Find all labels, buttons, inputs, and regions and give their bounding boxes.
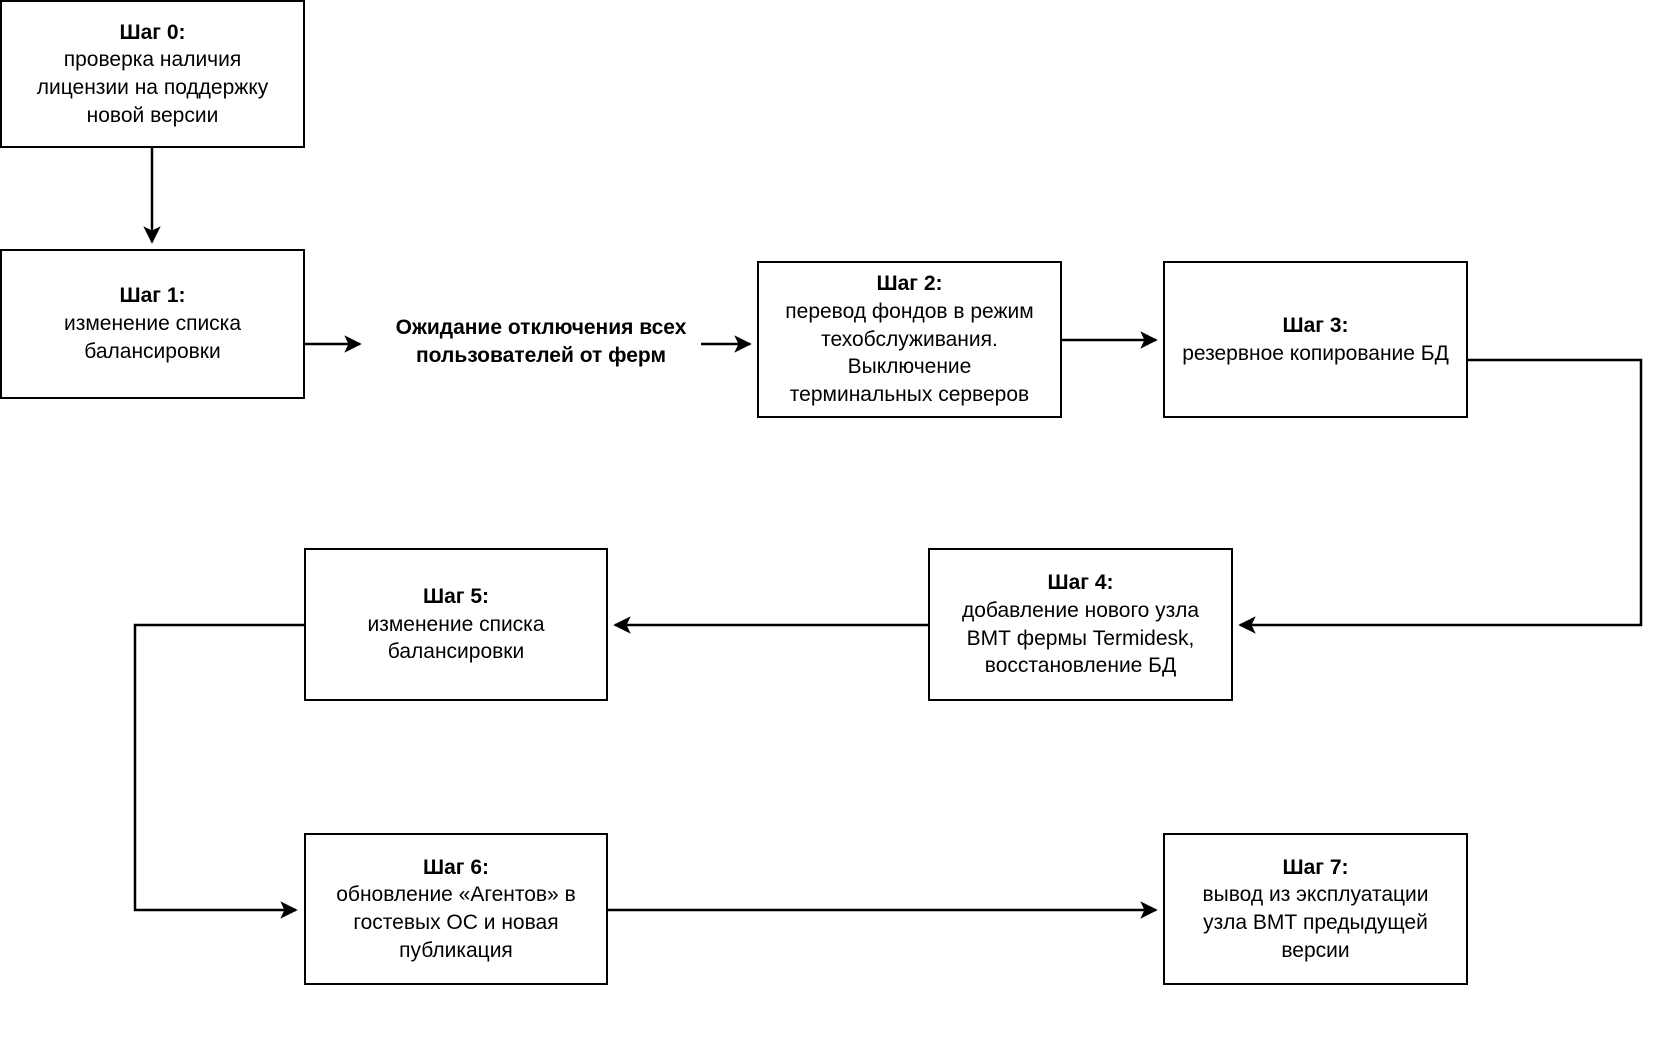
node-step3[interactable]: Шаг 3: резервное копирование БД: [1163, 261, 1468, 418]
node-step4-title: Шаг 4:: [1047, 571, 1114, 595]
node-step6-body: обновление «Агентов» в гостевых ОС и нов…: [336, 883, 576, 962]
node-step0[interactable]: Шаг 0: проверка наличия лицензии на подд…: [0, 0, 305, 148]
node-step6[interactable]: Шаг 6: обновление «Агентов» в гостевых О…: [304, 833, 608, 985]
node-step5-body: изменение списка балансировки: [367, 612, 545, 664]
node-step1-body: изменение списка балансировки: [63, 312, 242, 363]
node-step5-title: Шаг 5:: [422, 584, 490, 608]
node-step2-title: Шаг 2:: [876, 272, 943, 296]
node-step0-body: проверка наличия лицензии на поддержку н…: [36, 48, 269, 127]
node-step2[interactable]: Шаг 2: перевод фондов в режим техобслужи…: [757, 261, 1062, 418]
node-step0-title: Шаг 0:: [119, 20, 186, 44]
node-step4-body: добавление нового узла ВМТ фермы Termide…: [961, 598, 1200, 678]
edge-label-wait-for-disconnect: Ожидание отключения всех пользователей о…: [381, 314, 701, 370]
node-step3-title: Шаг 3:: [1282, 313, 1349, 337]
node-step2-body: перевод фондов в режим техобслуживания. …: [785, 299, 1034, 407]
node-step7-body: вывод из эксплуатации узла ВМТ предыдуще…: [1202, 883, 1429, 962]
node-step5[interactable]: Шаг 5: изменение списка балансировки: [304, 548, 608, 701]
node-step1[interactable]: Шаг 1: изменение списка балансировки: [0, 249, 305, 399]
node-step7[interactable]: Шаг 7: вывод из эксплуатации узла ВМТ пр…: [1163, 833, 1468, 985]
node-step1-title: Шаг 1:: [119, 284, 186, 308]
node-step3-body: резервное копирование БД: [1182, 341, 1449, 365]
connector-step5-to-step6: [133, 623, 304, 919]
node-step7-title: Шаг 7:: [1282, 855, 1349, 879]
node-step4[interactable]: Шаг 4: добавление нового узла ВМТ фермы …: [928, 548, 1233, 701]
node-step6-title: Шаг 6:: [422, 855, 490, 879]
